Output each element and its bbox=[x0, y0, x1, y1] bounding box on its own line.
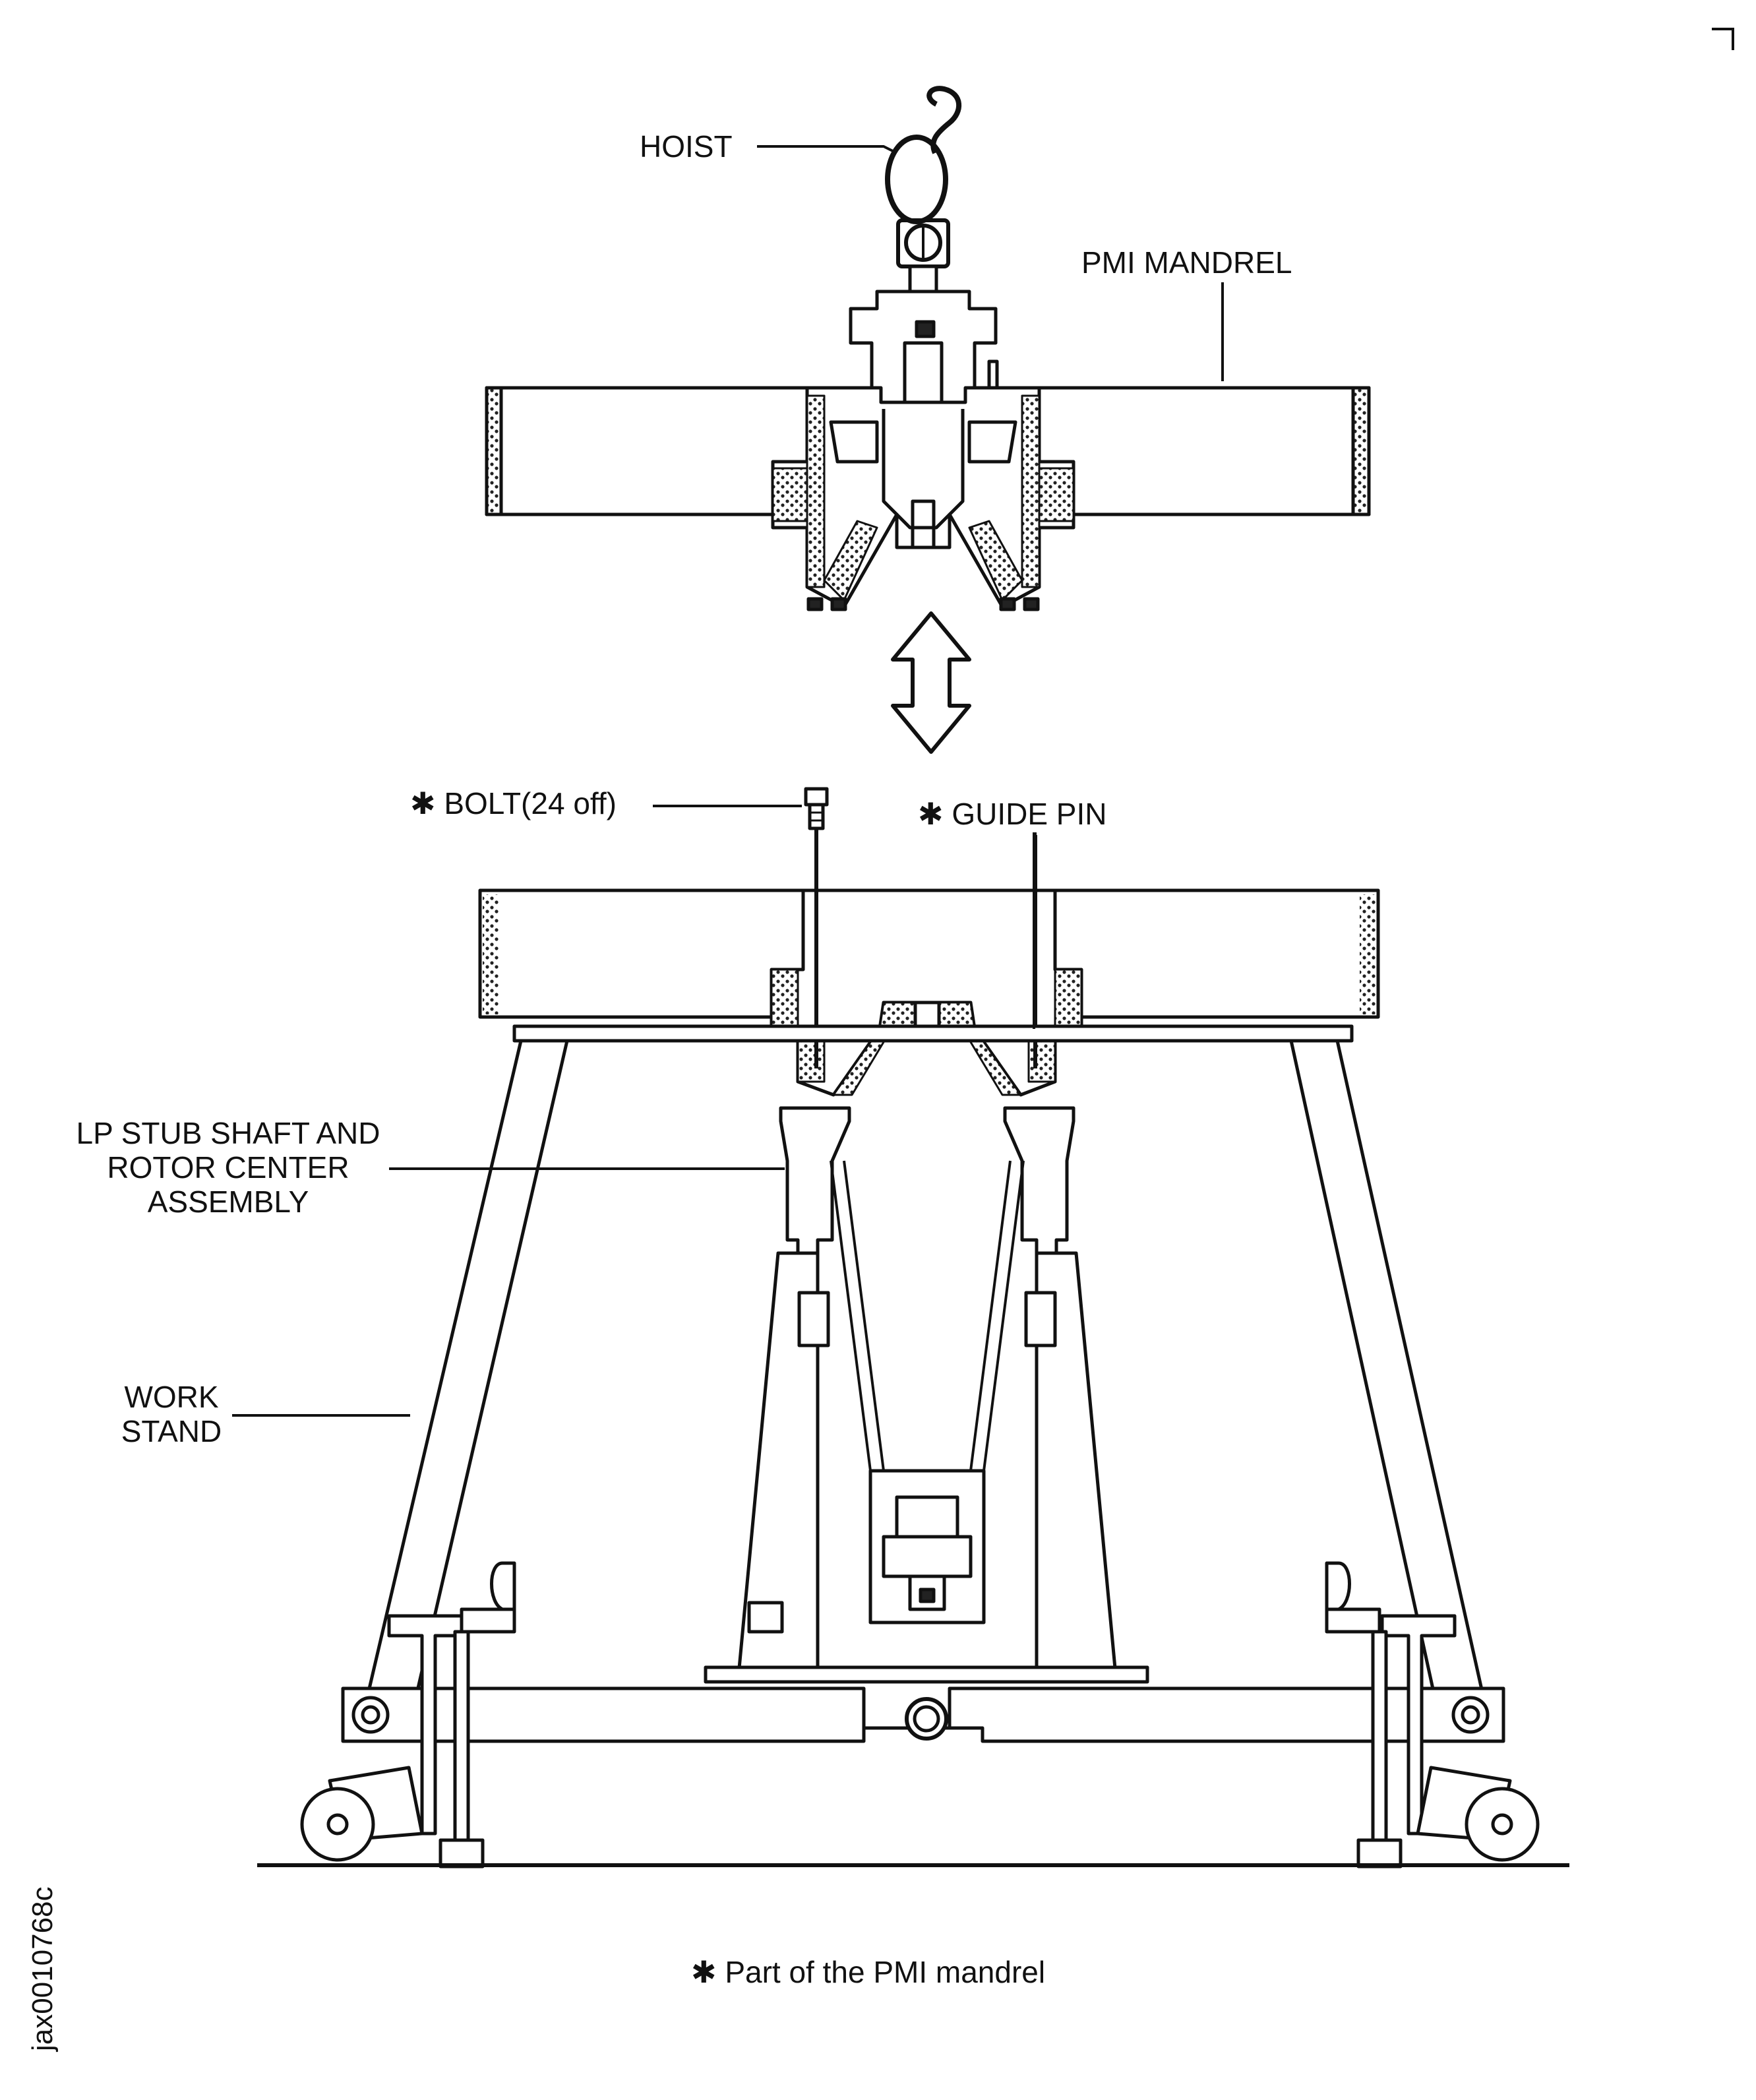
lp-stub-line-1: LP STUB SHAFT AND bbox=[76, 1116, 380, 1150]
lp-stub-line-2: ROTOR CENTER bbox=[107, 1150, 349, 1185]
guide-pin-label: ✱ GUIDE PIN bbox=[918, 797, 1106, 831]
figure-id: jax0010768c bbox=[26, 1886, 59, 2051]
lp-stub-shaft-label: LP STUB SHAFT AND ROTOR CENTER ASSEMBLY bbox=[37, 1116, 419, 1219]
hoist-hook bbox=[885, 86, 961, 293]
work-stand-line-1: WORK bbox=[124, 1380, 219, 1414]
bolt-label-text: BOLT(24 off) bbox=[444, 786, 617, 820]
corner-crop-mark bbox=[1712, 28, 1734, 50]
right-caster-and-jack bbox=[1325, 1561, 1540, 1868]
hoist-label-text: HOIST bbox=[640, 129, 733, 164]
asterisk-icon: ✱ bbox=[410, 786, 436, 820]
left-caster-and-jack bbox=[300, 1561, 516, 1868]
work-stand-label: WORK STAND bbox=[106, 1380, 237, 1448]
stand-base bbox=[341, 1686, 1505, 1743]
lp-stub-line-3: ASSEMBLY bbox=[147, 1185, 309, 1219]
pmi-mandrel-upper bbox=[485, 290, 1371, 611]
leader-lines bbox=[232, 145, 1224, 1417]
asterisk-icon: ✱ bbox=[918, 797, 944, 831]
footnote-text: Part of the PMI mandrel bbox=[725, 1955, 1046, 1989]
footnote: ✱ Part of the PMI mandrel bbox=[691, 1955, 1045, 1989]
asterisk-icon: ✱ bbox=[691, 1955, 717, 1989]
up-down-arrow bbox=[891, 611, 971, 754]
rotor-center-assembly bbox=[779, 1106, 1075, 1624]
work-stand-line-2: STAND bbox=[121, 1414, 222, 1448]
pmi-mandrel-label-text: PMI MANDREL bbox=[1081, 245, 1292, 280]
pmi-mandrel-lower bbox=[478, 828, 1380, 1097]
support-columns bbox=[704, 1251, 1149, 1684]
bolt-label: ✱ BOLT(24 off) bbox=[410, 786, 617, 820]
guide-pin-label-text: GUIDE PIN bbox=[952, 797, 1107, 831]
bolt-part bbox=[804, 787, 829, 830]
stand-top-plate bbox=[512, 1024, 1354, 1043]
pmi-mandrel-label: PMI MANDREL bbox=[1081, 245, 1292, 280]
work-stand-legs bbox=[358, 1039, 1492, 1730]
hoist-label: HOIST bbox=[640, 129, 733, 164]
